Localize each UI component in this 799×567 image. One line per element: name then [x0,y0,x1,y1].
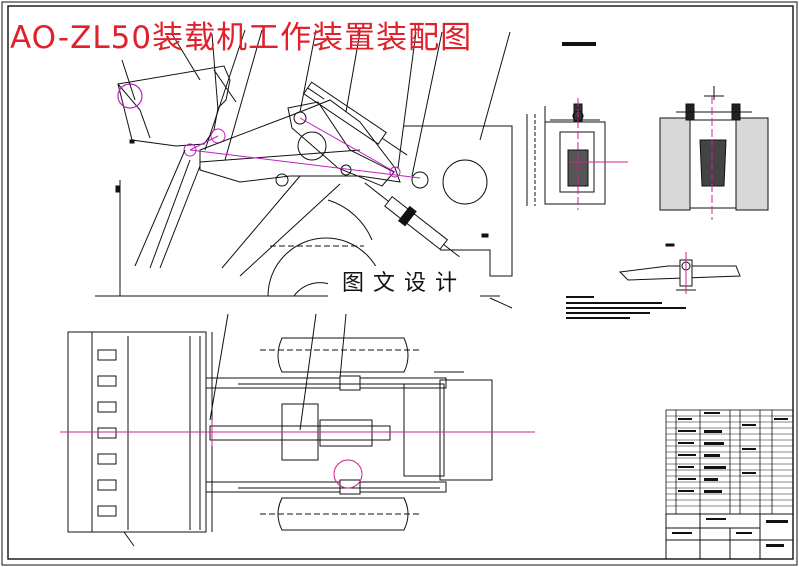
front-frame [404,125,513,277]
title-block [665,513,794,560]
tire-lower [277,497,409,531]
bucket [117,65,231,147]
linkage-centerlines [189,117,421,179]
lift-cylinder [364,182,460,258]
watermark-label: 图文设计 [328,266,480,302]
detail-a [526,103,606,206]
front-elevation [95,29,513,309]
drawing-title: AO-ZL50装载机工作装置装配图 [10,20,473,56]
drawing-frame [7,5,794,560]
tilt-cylinder [303,81,408,156]
technical-notes [566,296,686,319]
boom-arm [199,99,401,183]
parts-list [665,409,794,515]
plan-view [67,313,493,547]
plan-centerlines [60,420,535,489]
detail-b [659,86,769,211]
title-marker [562,42,596,46]
detail-c [618,243,741,291]
rocker-arm [287,101,395,187]
bucket-pin-detail-circle [117,83,143,109]
